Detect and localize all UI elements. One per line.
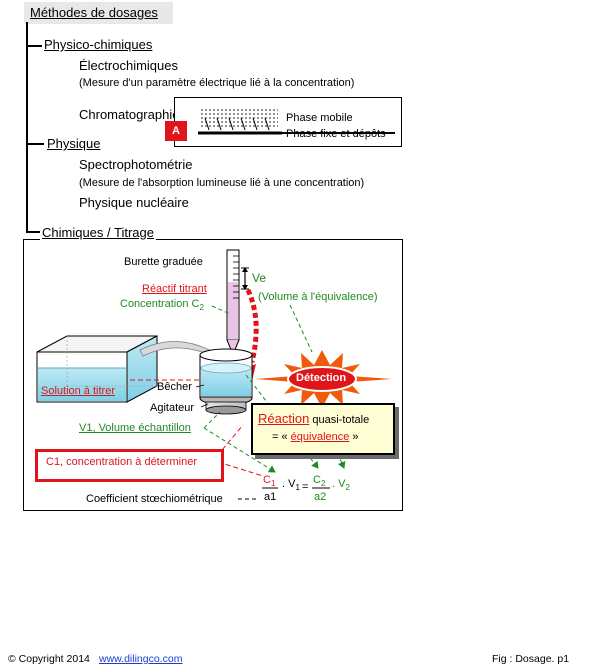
eq-v1: . V1 (282, 478, 300, 492)
agitateur-label: Agitateur (150, 402, 195, 414)
eq-v1-text: . V (282, 478, 296, 490)
electro-label: Électrochimiques (79, 58, 178, 73)
equivalence-line: = « équivalence » (272, 431, 359, 443)
reaction-line: Réaction quasi-totale (258, 410, 369, 428)
sample-tank (36, 335, 158, 403)
eq-a1: a1 (264, 491, 277, 503)
eq-c1-text: C (263, 474, 271, 486)
chromatography-illustration (198, 108, 395, 135)
eq-c2-text: C (313, 474, 321, 486)
eq-v1-sub: 1 (295, 483, 300, 493)
reactif-label: Réactif titrant (142, 283, 207, 295)
v1-label: V1, Volume échantillon (79, 422, 191, 434)
phase-mobile-label: Phase mobile (286, 112, 353, 124)
copyright: © Copyright 2014 (8, 653, 90, 665)
figure-caption: Fig : Dosage. p1 (492, 653, 570, 665)
physique-heading: Physique (47, 136, 101, 151)
eq-c1: C1 (263, 474, 275, 488)
site-link[interactable]: www.dilingco.com (99, 653, 183, 665)
stirrer (205, 401, 247, 415)
beaker (199, 348, 253, 406)
chroma-badge: A (165, 121, 187, 141)
burette (226, 249, 240, 358)
black-leaders (195, 384, 209, 408)
equiv-suffix: » (349, 431, 359, 443)
eq-equals: = (302, 481, 309, 493)
eq-v2: . V2 (332, 478, 350, 492)
reaction-rest: quasi-totale (309, 414, 370, 426)
equiv-word: équivalence (290, 431, 350, 443)
detection-label: Détection (296, 372, 347, 384)
reaction-box (251, 403, 395, 455)
reaction-word: Réaction (258, 411, 310, 426)
reagent-flow-curve (245, 288, 259, 363)
tree-branch-chimique (26, 231, 40, 233)
title-background (24, 2, 173, 24)
concentration-text: Concentration C (120, 298, 200, 310)
eq-a2: a2 (314, 491, 327, 503)
nucleaire-label: Physique nucléaire (79, 195, 189, 210)
page-title: Méthodes de dosages (30, 5, 158, 20)
c1-box (35, 449, 224, 482)
eq-c1-sub: 1 (270, 479, 276, 489)
ve-note: (Volume à l'équivalence) (258, 291, 378, 303)
chimique-heading: Chimiques / Titrage (40, 225, 156, 240)
spectro-label: Spectrophotométrie (79, 157, 193, 172)
ve-label: Ve (252, 271, 267, 285)
solution-label: Solution à titrer (41, 385, 115, 397)
eq-c2-sub: 2 (320, 479, 326, 489)
coef-label: Coefficient stœchiométrique (86, 493, 223, 505)
eq-c2: C2 (313, 474, 325, 488)
spectro-note: (Mesure de l'absorption lumineuse lié à … (79, 177, 365, 189)
tree-branch-physico (26, 45, 42, 47)
tree-trunk (26, 22, 28, 232)
concentration-sub: 2 (199, 303, 204, 313)
physico-heading: Physico-chimiques (44, 37, 153, 52)
electro-note: (Mesure d'un paramètre électrique lié à … (79, 77, 355, 89)
becher-label: Bêcher (157, 381, 192, 393)
burette-label: Burette graduée (124, 256, 203, 268)
equiv-prefix: = « (272, 431, 291, 443)
c1-label: C1, concentration à déterminer (46, 456, 198, 468)
eq-v2-sub: 2 (345, 483, 350, 493)
detection-starburst (255, 350, 392, 408)
eq-v2-text: . V (332, 478, 346, 490)
ve-bracket (241, 267, 249, 290)
concentration-label: Concentration C2 (120, 298, 204, 312)
tree-branch-physique (26, 143, 44, 145)
chroma-label: Chromatographie (79, 107, 180, 122)
